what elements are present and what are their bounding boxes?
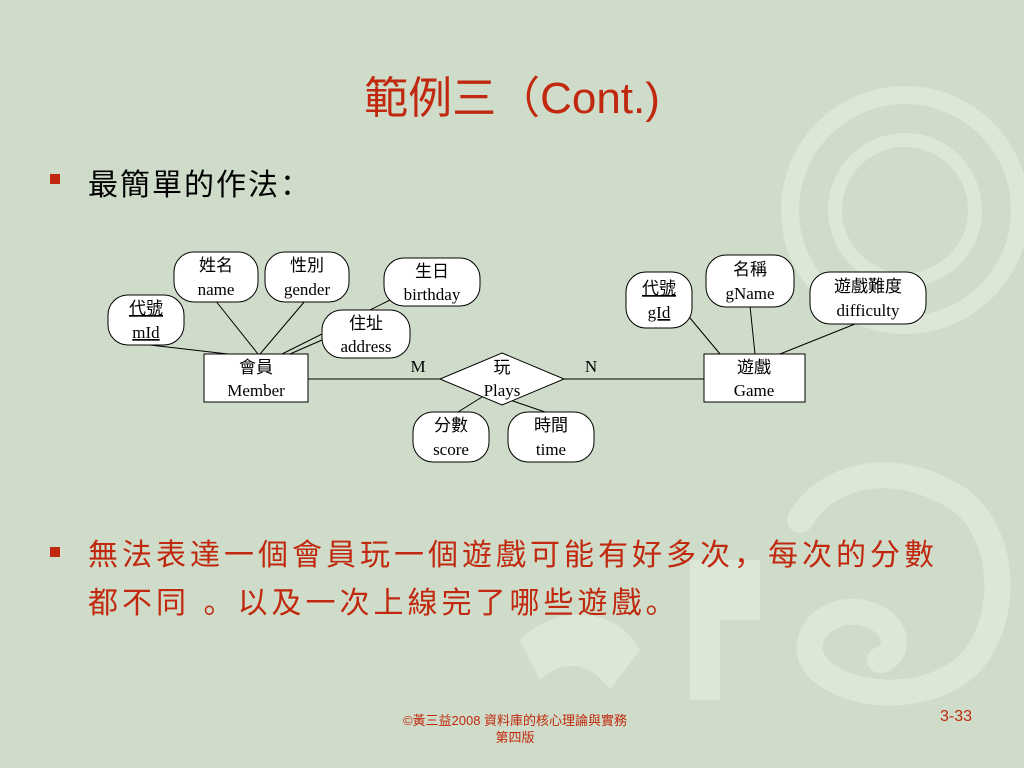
attribute-score-en: score: [433, 440, 469, 459]
entity-member-en: Member: [227, 381, 285, 400]
footer: ©黃三益2008 資料庫的核心理論與實務 第四版: [340, 712, 690, 746]
attribute-gender-en: gender: [284, 280, 331, 299]
entity-game-zh: 遊戲: [737, 358, 771, 377]
bullet-marker: [50, 174, 60, 184]
footer-copyright: ©黃三益2008 資料庫的核心理論與實務: [402, 713, 628, 728]
connector-line: [684, 311, 721, 355]
attribute-birthday-zh: 生日: [415, 262, 449, 281]
bullet-text: 最簡單的作法：: [88, 168, 312, 203]
connector-line: [749, 305, 756, 355]
bullet-text-red: 無法表達一個會員玩一個遊戲可能有好多次，每次的分數都不同 。以及一次上線完了哪些…: [88, 538, 938, 621]
attribute-name: [173, 251, 259, 303]
attribute-time-zh: 時間: [534, 416, 568, 435]
attribute-score: [412, 411, 490, 463]
attribute-difficulty-en: difficulty: [837, 301, 900, 320]
attribute-gender: [264, 251, 350, 303]
relationship-en: Plays: [484, 381, 521, 400]
attribute-mid-en: mId: [132, 323, 160, 342]
attribute-gname: [705, 254, 795, 308]
relationship-plays: [438, 352, 566, 406]
attribute-gname-zh: 名稱: [733, 260, 767, 279]
attribute-address-en: address: [341, 337, 392, 356]
attribute-gender-zh: 性別: [290, 256, 324, 275]
page-title: 範例三（Cont.): [364, 73, 660, 124]
attribute-gname-en: gName: [725, 284, 774, 303]
connector-line: [779, 321, 861, 355]
attribute-birthday-en: birthday: [404, 285, 461, 304]
connector-line: [289, 339, 323, 355]
attribute-score-zh: 分數: [434, 416, 468, 435]
cardinality-n: N: [585, 357, 597, 376]
attribute-name-zh: 姓名: [199, 256, 233, 275]
attribute-mid: [107, 294, 185, 346]
attribute-difficulty: [809, 271, 927, 325]
connector-line: [259, 300, 306, 355]
bullet-marker: [50, 547, 60, 557]
entity-game: [703, 353, 806, 403]
footer-edition: 第四版: [495, 730, 535, 745]
page-number: 3-33: [939, 708, 972, 725]
cardinality-m: M: [410, 357, 425, 376]
attribute-gid-zh: 代號: [642, 279, 676, 298]
attribute-time: [507, 411, 595, 463]
attribute-name-en: name: [198, 280, 235, 299]
attribute-address: [321, 309, 411, 359]
attribute-time-en: time: [536, 440, 566, 459]
attribute-mid-zh: 代號: [129, 299, 163, 318]
entity-game-en: Game: [734, 381, 775, 400]
entity-member: [203, 353, 309, 403]
connector-line: [509, 399, 546, 413]
attribute-difficulty-zh: 遊戲難度: [834, 277, 902, 296]
attribute-address-zh: 住址: [349, 314, 383, 333]
relationship-zh: 玩: [494, 358, 511, 377]
attribute-gid-en: gId: [648, 303, 671, 322]
connector-line: [214, 299, 259, 355]
connector-line: [149, 344, 229, 355]
attribute-gid: [625, 271, 693, 329]
attribute-birthday: [383, 257, 481, 307]
connector-line: [457, 396, 483, 413]
entity-member-zh: 會員: [239, 358, 273, 377]
